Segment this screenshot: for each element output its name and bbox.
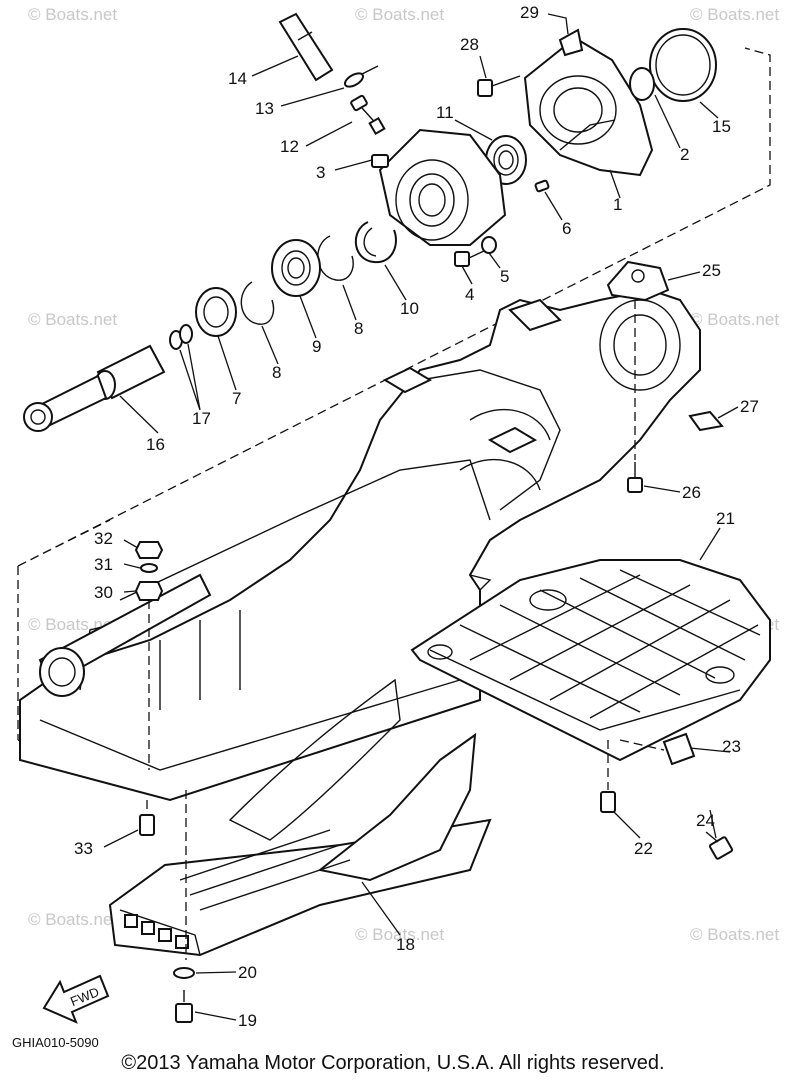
- callout-9: 9: [312, 337, 321, 356]
- callout-15: 15: [712, 117, 731, 136]
- callout-22: 22: [634, 839, 653, 858]
- callout-3: 3: [316, 163, 325, 182]
- callout-10: 10: [400, 299, 419, 318]
- callout-30: 30: [94, 583, 113, 602]
- callout-29: 29: [520, 3, 539, 22]
- callout-8-lower: 8: [272, 363, 281, 382]
- intake-housing: [19, 288, 701, 802]
- bolt-4: [454, 249, 487, 267]
- leader-lines: [103, 13, 739, 1021]
- watermark: © Boats.net: [28, 5, 117, 24]
- copyright-notice: ©2013 Yamaha Motor Corporation, U.S.A. A…: [121, 1052, 665, 1074]
- bolt-22: [600, 740, 616, 813]
- watermark: © Boats.net: [28, 310, 117, 329]
- circlip-8-upper: [317, 235, 354, 281]
- callout-28: 28: [460, 35, 479, 54]
- grease-nipple-12: [350, 94, 386, 136]
- bolt-19: [175, 990, 193, 1023]
- bolt-28: [477, 75, 521, 97]
- callout-4: 4: [465, 285, 474, 304]
- plate-25: [606, 260, 670, 460]
- callout-33: 33: [74, 839, 93, 858]
- callout-31: 31: [94, 555, 113, 574]
- callout-21: 21: [716, 509, 735, 528]
- bolt-24: [705, 831, 734, 860]
- bearing-housing-3: [371, 128, 507, 246]
- callout-6: 6: [562, 219, 571, 238]
- callout-8-upper: 8: [354, 319, 363, 338]
- clip-23: [619, 732, 696, 766]
- circlip-8-lower: [240, 281, 275, 325]
- callout-26: 26: [682, 483, 701, 502]
- fwd-arrow-icon: FWD: [42, 974, 110, 1024]
- callout-25: 25: [702, 261, 721, 280]
- washer-31: [140, 563, 158, 573]
- washer-5: [481, 236, 497, 254]
- callout-24: 24: [696, 811, 715, 830]
- circlip-10: [354, 221, 397, 264]
- pin-29: [558, 28, 584, 57]
- drive-shaft-16: [23, 344, 166, 432]
- callout-20: 20: [238, 963, 257, 982]
- callout-27: 27: [740, 397, 759, 416]
- callout-17: 17: [192, 409, 211, 428]
- callout-2: 2: [680, 145, 689, 164]
- callout-32: 32: [94, 529, 113, 548]
- callout-labels: 1 2 3 4 5 6 7 8 8 9 10 11 12 13 14 15 16…: [74, 3, 759, 1030]
- o-rings-17: [169, 324, 193, 350]
- intake-grate-21: [410, 559, 771, 762]
- o-ring-2: [629, 67, 655, 101]
- tab-27: [688, 410, 724, 432]
- callout-11: 11: [436, 103, 454, 122]
- washer-20: [173, 967, 195, 979]
- callout-12: 12: [280, 137, 299, 156]
- callout-16: 16: [146, 435, 165, 454]
- watermark: © Boats.net: [690, 925, 779, 944]
- callout-14: 14: [228, 69, 247, 88]
- hose-14: [278, 12, 334, 82]
- pump-housing-1: [523, 36, 654, 177]
- ride-plate-18: [108, 678, 492, 960]
- clip-13: [343, 65, 379, 88]
- callout-5: 5: [500, 267, 509, 286]
- watermark: © Boats.net: [690, 310, 779, 329]
- watermark: © Boats.net: [690, 5, 779, 24]
- o-ring-15: [649, 28, 717, 102]
- watermark: © Boats.net: [28, 910, 117, 929]
- watermark: © Boats.net: [355, 5, 444, 24]
- callout-19: 19: [238, 1011, 257, 1030]
- bolt-26: [627, 462, 643, 493]
- callout-23: 23: [722, 737, 741, 756]
- pin-6: [534, 179, 550, 193]
- callout-7: 7: [232, 389, 241, 408]
- nut-32: [134, 541, 164, 559]
- oil-seal-7: [195, 287, 237, 337]
- callout-18: 18: [396, 935, 415, 954]
- bolt-33: [139, 800, 155, 836]
- callout-1: 1: [613, 195, 622, 214]
- bearing-9: [271, 239, 321, 297]
- callout-13: 13: [255, 99, 274, 118]
- drawing-code: GHIA010-5090: [12, 1035, 99, 1050]
